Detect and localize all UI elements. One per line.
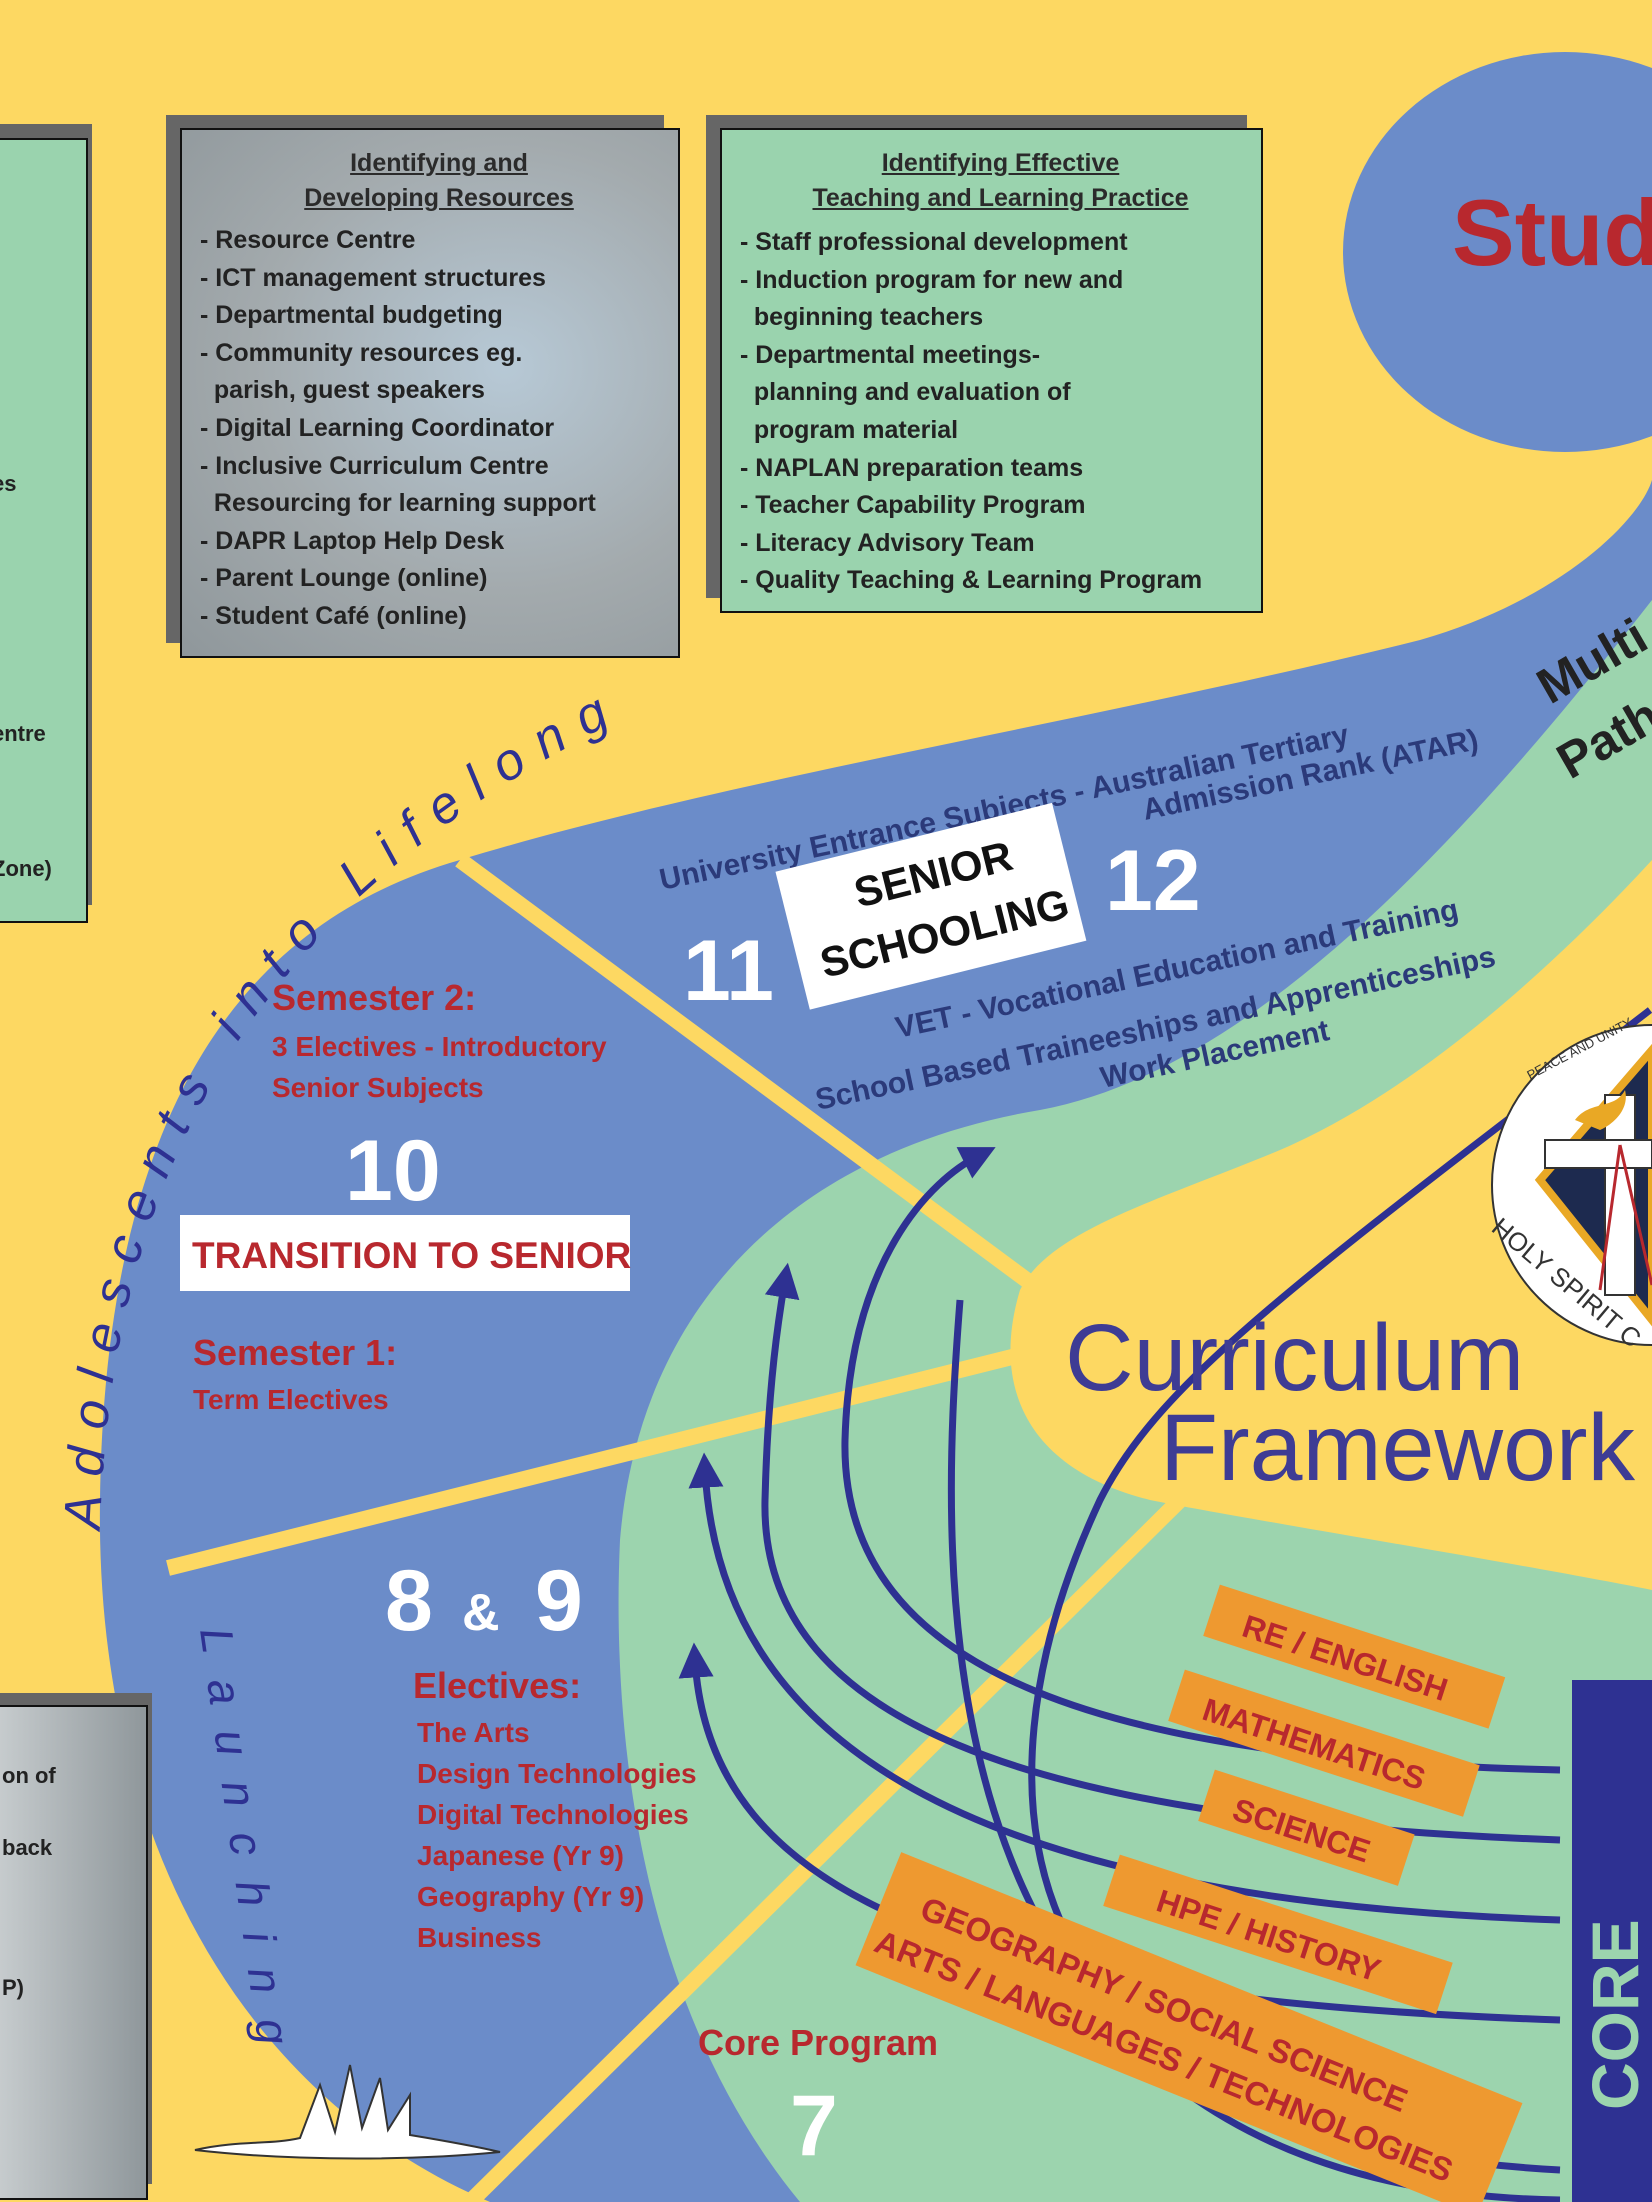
curriculum-line1: Curriculum bbox=[1065, 1305, 1524, 1411]
year-8: 8 bbox=[385, 1553, 433, 1649]
year-7: 7 bbox=[790, 2078, 838, 2174]
left-fragment: entre bbox=[0, 721, 46, 746]
elective-item: The Arts bbox=[417, 1717, 530, 1748]
resources-title-line1: Identifying and bbox=[350, 149, 528, 177]
resources-list: - Resource Centre - ICT management struc… bbox=[200, 222, 678, 636]
teaching-item: - NAPLAN preparation teams bbox=[740, 453, 1084, 482]
grass-icon bbox=[194, 2064, 501, 2160]
teaching-item: planning and evaluation of bbox=[740, 378, 1071, 407]
year-12: 12 bbox=[1105, 833, 1201, 929]
year-amp: & bbox=[462, 1584, 500, 1642]
study-ellipse bbox=[1343, 52, 1652, 452]
arrow-3 bbox=[688, 1452, 1561, 1924]
teaching-title-line1: Identifying Effective bbox=[881, 149, 1120, 177]
study-text: Study bbox=[1452, 180, 1652, 285]
resources-item: - Community resources eg. bbox=[200, 338, 523, 367]
resources-item: - DAPR Laptop Help Desk bbox=[200, 526, 505, 555]
divider-core bbox=[464, 1494, 1186, 2202]
school-crest-icon: PEACE AND UNITY HOLY SPIRIT C bbox=[1486, 1014, 1652, 1353]
resources-item: parish, guest speakers bbox=[200, 376, 485, 405]
divider-transition bbox=[166, 1342, 1042, 1576]
core-program-heading: Core Program bbox=[698, 2022, 938, 2063]
core-bar bbox=[1572, 1680, 1652, 2202]
teaching-item: program material bbox=[740, 415, 959, 444]
teaching-box: Identifying Effective Teaching and Learn… bbox=[720, 128, 1263, 613]
resources-item: Resourcing for learning support bbox=[200, 489, 596, 518]
elective-item: Business bbox=[417, 1922, 542, 1953]
electives-heading: Electives: bbox=[413, 1665, 581, 1706]
resources-item: - Digital Learning Coordinator bbox=[200, 413, 555, 442]
resources-item: - Student Café (online) bbox=[200, 601, 467, 630]
left-partial-box: ) es entre Zone) bbox=[0, 138, 88, 923]
resources-item: - Resource Centre bbox=[200, 226, 416, 254]
resources-item: - Departmental budgeting bbox=[200, 301, 503, 330]
arrow-6 bbox=[947, 1299, 1561, 2202]
semester2-heading: Semester 2: bbox=[272, 977, 476, 1018]
semester2-line2: Senior Subjects bbox=[272, 1072, 484, 1103]
left-lower-partial-box: on of back P) bbox=[0, 1705, 148, 2200]
teaching-item: beginning teachers bbox=[740, 303, 984, 332]
curriculum-line2: Framework bbox=[1160, 1395, 1636, 1501]
left-lower-fragment: P) bbox=[2, 1975, 24, 2000]
resources-item: - ICT management structures bbox=[200, 263, 546, 292]
elective-item: Japanese (Yr 9) bbox=[417, 1840, 624, 1871]
left-fragment: es bbox=[0, 471, 17, 496]
year-11: 11 bbox=[683, 923, 774, 1019]
teaching-item: - Staff professional development bbox=[740, 228, 1128, 256]
elective-item: Geography (Yr 9) bbox=[417, 1881, 644, 1912]
semester1-heading: Semester 1: bbox=[193, 1332, 397, 1373]
framework-centre bbox=[1010, 860, 1652, 1590]
teaching-list: - Staff professional development - Induc… bbox=[740, 224, 1261, 600]
year-9: 9 bbox=[535, 1553, 583, 1649]
senior-schooling-label: SENIOR SCHOOLING bbox=[775, 802, 1087, 1010]
teaching-item: - Literacy Advisory Team bbox=[740, 528, 1035, 557]
divider-senior bbox=[455, 853, 1045, 1297]
resources-box: Identifying and Developing Resources - R… bbox=[180, 128, 680, 658]
teaching-item: - Teacher Capability Program bbox=[740, 491, 1086, 520]
semester2-line1: 3 Electives - Introductory bbox=[272, 1031, 607, 1062]
elective-item: Design Technologies bbox=[417, 1758, 697, 1789]
resources-item: - Parent Lounge (online) bbox=[200, 564, 488, 593]
teaching-item: - Quality Teaching & Learning Program bbox=[740, 566, 1203, 595]
teaching-title-line2: Teaching and Learning Practice bbox=[812, 184, 1189, 212]
teaching-item: - Induction program for new and bbox=[740, 265, 1124, 294]
core-label: CORE bbox=[1578, 1919, 1652, 2110]
left-lower-fragment: back bbox=[2, 1835, 53, 1860]
resources-title-line2: Developing Resources bbox=[304, 184, 574, 212]
semester1-line1: Term Electives bbox=[193, 1384, 389, 1415]
elective-item: Digital Technologies bbox=[417, 1799, 689, 1830]
transition-label: TRANSITION TO SENIOR bbox=[192, 1235, 631, 1276]
left-lower-fragment: on of bbox=[2, 1763, 56, 1788]
teaching-item: - Departmental meetings- bbox=[740, 340, 1041, 369]
year-10: 10 bbox=[345, 1123, 441, 1219]
left-fragment: Zone) bbox=[0, 856, 52, 881]
transition-label-box bbox=[180, 1215, 630, 1291]
resources-item: - Inclusive Curriculum Centre bbox=[200, 451, 549, 480]
